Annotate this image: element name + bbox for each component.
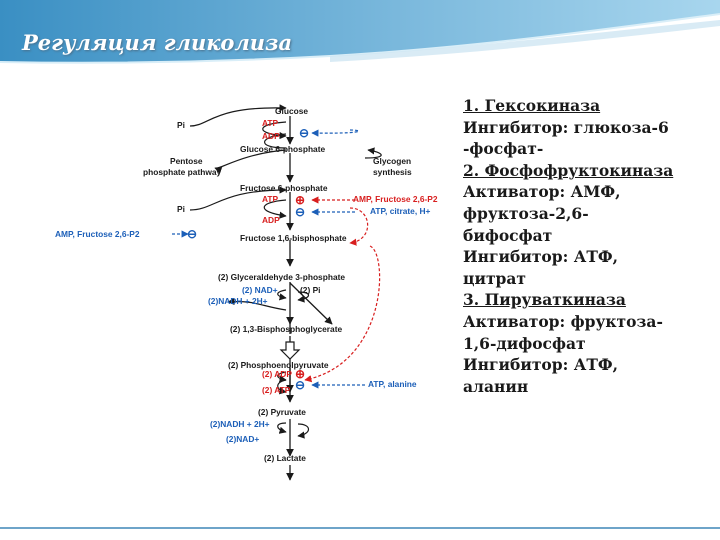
lactate-label: (2) Lactate [264,453,306,463]
enzyme-regulation-list: 1. Гексокиназа Ингибитор: глюкоза-6 -фос… [463,95,713,397]
side-reaction-arrows [189,104,382,439]
pk-activation-sign: ⊕ [295,367,305,381]
nad-2-label: (2) NAD+ [242,285,278,295]
enzyme-3-activator-cont: 1,6-дифосфат [463,333,586,353]
main-pathway-arrows [286,116,333,481]
amp-f26-label: AMP, Fructose 2,6-P2 [353,194,438,204]
pk-inhibition-sign: ⊖ [295,378,305,392]
nadh-2-label: (2)NADH + 2H+ [208,296,268,306]
enzyme-3-title: 3. Пируваткиназа [463,290,626,310]
enzyme-1-title: 1. Гексокиназа [463,96,601,115]
enzyme-2-activator-cont-1: фруктоза-2,6- [463,203,589,223]
atp-alanine-label: ATP, alanine [368,379,417,389]
metabolite-labels: Glucose Pi ATP ADP Glucose 6-phosphate P… [55,106,438,463]
pyruvate-label: (2) Pyruvate [258,407,306,417]
fructose-6-phosphate-label: Fructose 6-phosphate [240,183,328,193]
pathway-svg: ⊖ ⊕ ⊖ ⊖ ⊕ ⊖ Glucose Pi ATP ADP Glucose 6… [55,104,438,481]
pentose-label: Pentose [170,156,203,166]
pi-top-label: Pi [177,120,185,130]
hexokinase-inhibition-sign: ⊖ [299,126,309,140]
atp-3-label: (2) ATP [262,385,291,395]
adp-2-label: ADP [262,215,280,225]
enzyme-1-inhibitor: Ингибитор: глюкоза-6 [463,117,669,137]
adp-1-label: ADP [262,131,280,141]
enzyme-2-inhibitor-cont: цитрат [463,268,527,288]
glucose-6-phosphate-label: Glucose 6-phosphate [240,144,326,154]
enzyme-2-activator: Активатор: АМФ, [463,182,621,202]
bpg-label: (2) 1,3-Bisphosphoglycerate [230,324,343,334]
glycogen-label: Glycogen [373,156,411,166]
header-background [0,0,720,64]
glycolysis-regulation-diagram: ⊖ ⊕ ⊖ ⊖ ⊕ ⊖ Glucose Pi ATP ADP Glucose 6… [50,78,455,498]
enzyme-2-title: 2. Фосфофруктокиназа [463,160,674,180]
glucose-label: Glucose [275,106,308,116]
atp-2-label: ATP [262,194,279,204]
pi-mid-label: Pi [177,204,185,214]
nadh-3-label: (2)NADH + 2H+ [210,419,270,429]
pi-2-label: (2) Pi [300,285,320,295]
enzyme-3-activator: Активатор: фруктоза- [463,311,663,331]
hollow-arrow [279,341,301,360]
nad-3-label: (2)NAD+ [226,434,259,444]
f26-inhibition-sign: ⊖ [187,227,197,241]
activator-arrows [304,196,381,383]
pfk-activation-sign: ⊕ [295,193,305,207]
atp-1-label: ATP [262,118,279,128]
ppp-label: phosphate pathway [143,167,222,177]
enzyme-3-inhibitor-cont: аланин [463,376,529,396]
footer-line [0,527,720,529]
left-amp-f26-label: AMP, Fructose 2,6-P2 [55,229,140,239]
atp-citrate-label: ATP, citrate, H+ [370,206,431,216]
pep-label: (2) Phosphoenolpyruvate [228,360,329,370]
enzyme-1-inhibitor-cont: -фосфат- [463,139,544,159]
enzyme-2-inhibitor: Ингибитор: АТФ, [463,247,618,267]
g3p-label: (2) Glyceraldehyde 3-phosphate [218,272,345,282]
enzyme-2-activator-cont-2: бифосфат [463,225,553,245]
synthesis-label: synthesis [373,167,412,177]
adp-3-label: (2) ADP [262,369,292,379]
inhibitor-arrows [172,129,365,389]
fructose-16-bisphosphate-label: Fructose 1,6-bisphosphate [240,233,347,243]
pfk-inhibition-sign: ⊖ [295,205,305,219]
enzyme-3-inhibitor: Ингибитор: АТФ, [463,355,618,375]
slide-title: Регуляция гликолиза [22,30,293,55]
